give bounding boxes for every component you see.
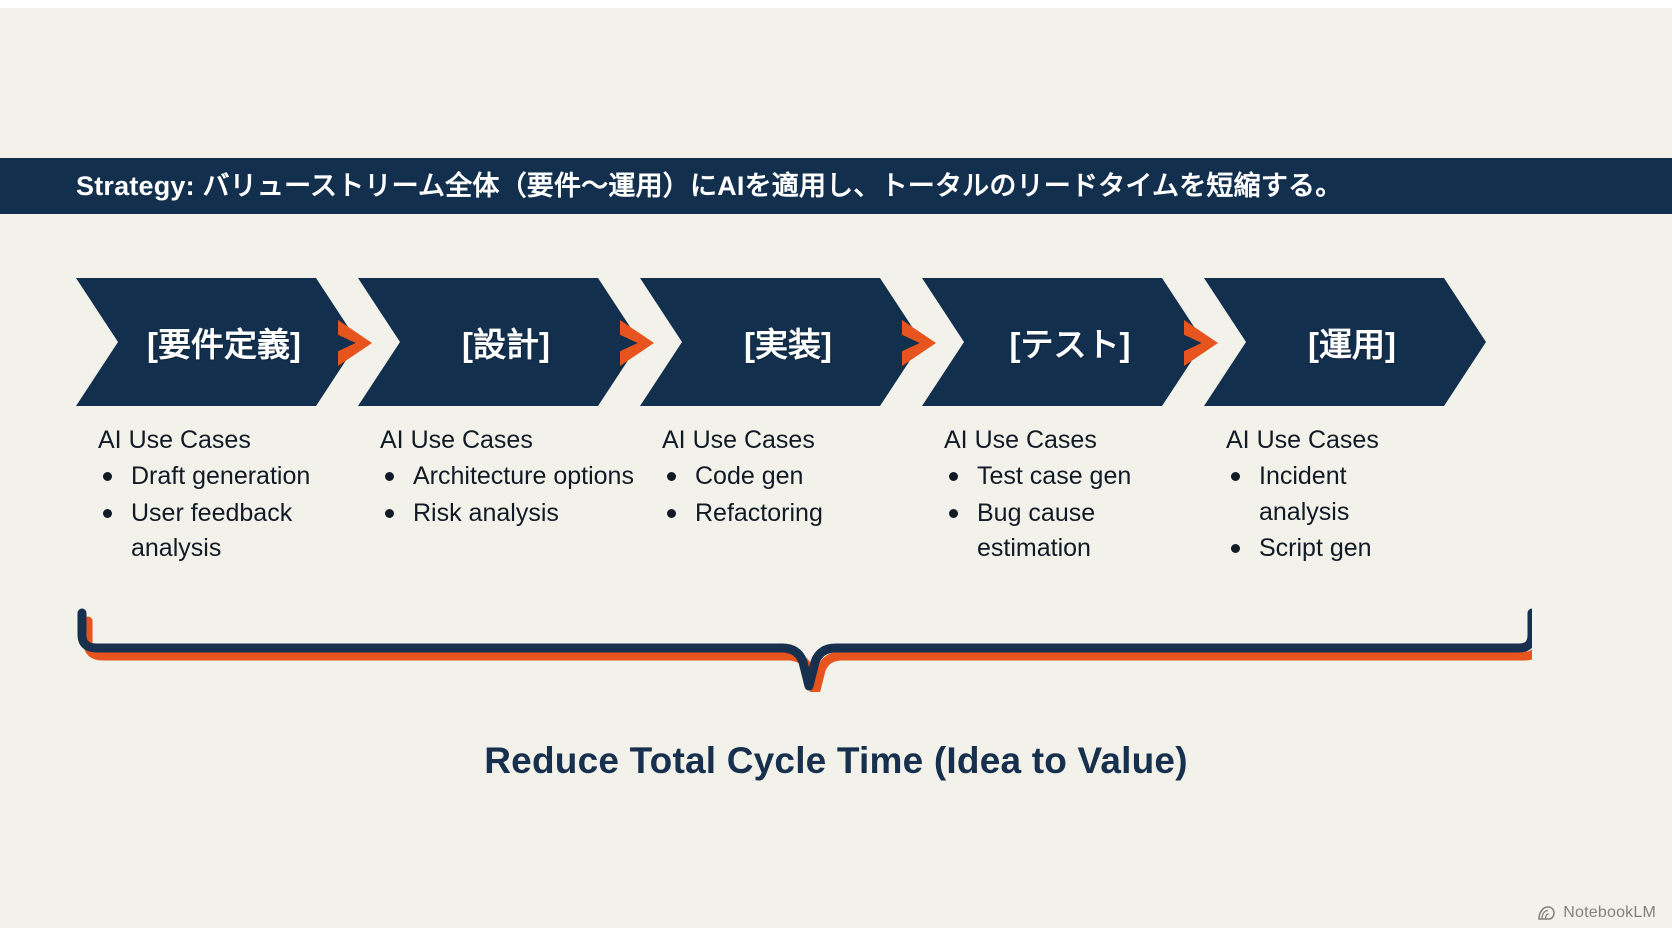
pipeline-stage-label: [実装] xyxy=(744,326,832,363)
usecase-list-item: Draft generation xyxy=(98,459,378,495)
strategy-banner: Strategy: バリューストリーム全体（要件〜運用）にAIを適用し、トータル… xyxy=(0,158,1672,214)
pipeline-stage-5[interactable]: [運用] xyxy=(1204,278,1486,406)
usecase-list-item: Incident analysis xyxy=(1226,459,1426,530)
stage-chevron-shape xyxy=(640,278,922,406)
bullet-icon xyxy=(949,472,958,481)
usecase-list-item: Code gen xyxy=(662,459,927,495)
usecase-item-label: Bug cause estimation xyxy=(977,498,1096,563)
bullet-icon xyxy=(667,508,676,518)
bullet-icon xyxy=(949,508,958,518)
bullet-icon xyxy=(1231,472,1240,481)
usecase-column-title: AI Use Cases xyxy=(98,426,251,454)
usecase-column-title: AI Use Cases xyxy=(662,426,815,454)
bullet-icon xyxy=(103,508,112,518)
pipeline-stage-4[interactable]: [テスト] xyxy=(922,278,1204,406)
usecase-column-1: AI Use Cases Draft generation User feedb… xyxy=(98,424,378,568)
strategy-text: Strategy: バリューストリーム全体（要件〜運用）にAIを適用し、トータル… xyxy=(76,170,1343,201)
usecase-list: Architecture options Risk analysis xyxy=(380,459,645,531)
stage-chevron-shape xyxy=(76,278,358,406)
pipeline-stage-3[interactable]: [実装] xyxy=(640,278,922,406)
bullet-icon xyxy=(385,508,394,518)
pipeline-stage-label: [要件定義] xyxy=(147,326,301,363)
usecase-column-5: AI Use Cases Incident analysis Script ge… xyxy=(1226,424,1426,568)
usecase-item-label: User feedback analysis xyxy=(131,498,293,563)
stage-chevron-shape xyxy=(358,278,640,406)
bullet-icon xyxy=(103,472,112,481)
usecase-list: Test case gen Bug cause estimation xyxy=(944,459,1194,567)
bullet-icon xyxy=(667,472,676,481)
usecase-list-item: Risk analysis xyxy=(380,496,645,532)
notebooklm-label: NotebookLM xyxy=(1563,904,1656,921)
usecase-item-label: Script gen xyxy=(1259,534,1372,562)
usecase-list-item: Test case gen xyxy=(944,459,1194,495)
usecase-item-label: Test case gen xyxy=(977,462,1132,490)
bullet-icon xyxy=(385,472,394,481)
usecase-item-label: Code gen xyxy=(695,462,804,490)
usecase-list: Draft generation User feedback analysis xyxy=(98,459,378,567)
notebooklm-watermark: NotebookLM xyxy=(1537,904,1656,922)
stage-chevron-shape xyxy=(922,278,1204,406)
outcome-caption: Reduce Total Cycle Time (Idea to Value) xyxy=(484,740,1188,781)
pipeline-stage-label: [設計] xyxy=(462,326,550,363)
pipeline-stage-1[interactable]: [要件定義] xyxy=(76,278,358,406)
usecase-column-title: AI Use Cases xyxy=(1226,426,1379,454)
top-margin-band xyxy=(0,0,1672,8)
usecase-column-3: AI Use Cases Code gen Refactoring xyxy=(662,424,927,532)
bullet-icon xyxy=(1231,544,1240,553)
curly-brace-icon xyxy=(70,600,1532,692)
usecase-item-label: Risk analysis xyxy=(413,498,559,527)
usecase-column-2: AI Use Cases Architecture options Risk a… xyxy=(380,424,645,532)
usecase-list-item: Refactoring xyxy=(662,496,927,532)
usecase-columns: AI Use Cases Draft generation User feedb… xyxy=(0,424,1672,604)
usecase-column-4: AI Use Cases Test case gen Bug cause est… xyxy=(944,424,1194,568)
usecase-list-item: User feedback analysis xyxy=(98,496,378,567)
notebooklm-icon xyxy=(1537,905,1556,921)
usecase-list: Incident analysis Script gen xyxy=(1226,459,1426,567)
pipeline-stage-label: [テスト] xyxy=(1009,326,1131,363)
pipeline-row: [要件定義] [設計] [実装] [テスト] [運用] xyxy=(0,278,1672,406)
usecase-list: Code gen Refactoring xyxy=(662,459,927,531)
usecase-list-item: Bug cause estimation xyxy=(944,496,1194,567)
usecase-item-label: Incident analysis xyxy=(1259,462,1350,526)
stage-chevron-shape xyxy=(1204,278,1486,406)
pipeline-stage-label: [運用] xyxy=(1308,326,1396,363)
usecase-item-label: Refactoring xyxy=(695,498,823,527)
usecase-column-title: AI Use Cases xyxy=(944,426,1097,454)
bottom-margin-band xyxy=(0,928,1672,934)
usecase-list-item: Script gen xyxy=(1226,531,1426,567)
pipeline-stage-2[interactable]: [設計] xyxy=(358,278,640,406)
usecase-item-label: Architecture options xyxy=(413,462,634,490)
usecase-list-item: Architecture options xyxy=(380,459,645,495)
usecase-item-label: Draft generation xyxy=(131,462,311,490)
usecase-column-title: AI Use Cases xyxy=(380,426,533,454)
